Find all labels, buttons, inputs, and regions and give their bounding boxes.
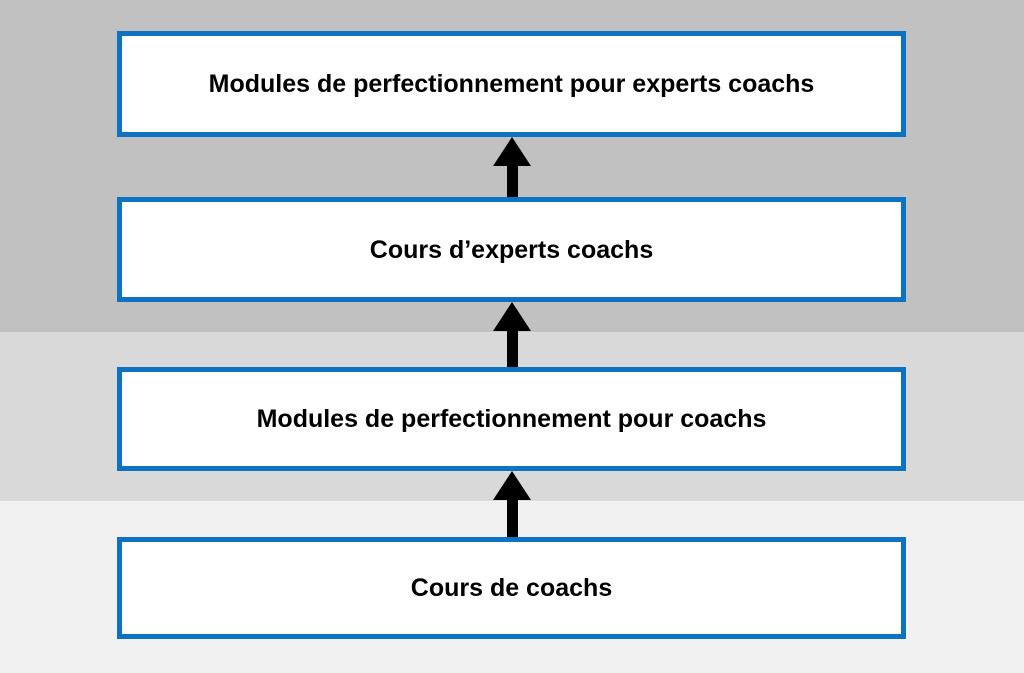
arrow-shaft: [506, 165, 518, 197]
arrow-head: [493, 302, 531, 331]
level-box-label: Cours de coachs: [410, 574, 613, 602]
level-box-label: Modules de perfectionnement pour experts…: [208, 70, 815, 98]
level-box-label: Cours d’experts coachs: [369, 235, 654, 264]
level-box-coachs-course: Cours de coachs: [117, 537, 906, 639]
arrow-shaft: [506, 330, 518, 367]
level-box-experts-modules: Modules de perfectionnement pour experts…: [117, 31, 906, 137]
arrow-head: [493, 471, 531, 500]
arrow-shaft: [506, 499, 518, 537]
up-arrow-icon: [493, 471, 531, 537]
level-box-experts-course: Cours d’experts coachs: [117, 197, 906, 302]
level-box-label: Modules de perfectionnement pour coachs: [256, 405, 767, 433]
level-box-coachs-modules: Modules de perfectionnement pour coachs: [117, 367, 906, 471]
arrow-head: [493, 137, 531, 166]
up-arrow-icon: [493, 137, 531, 197]
up-arrow-icon: [493, 302, 531, 367]
